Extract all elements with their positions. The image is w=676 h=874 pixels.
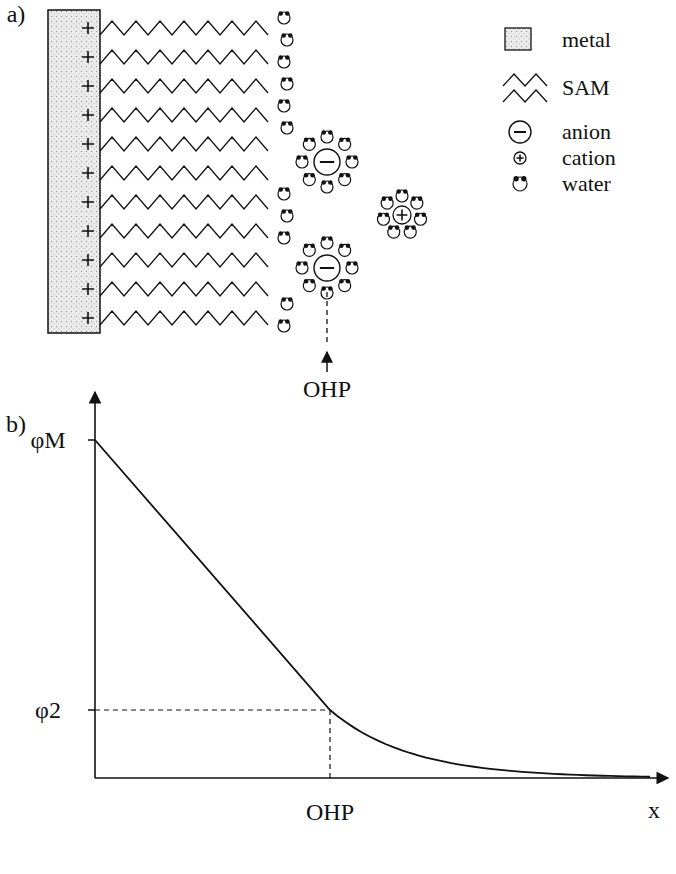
water-molecule xyxy=(396,189,408,202)
y-axis xyxy=(94,392,96,778)
plus-charge xyxy=(82,283,94,295)
ohp-label: OHP xyxy=(303,377,351,401)
water-molecule xyxy=(278,11,290,24)
plus-charge xyxy=(82,312,94,324)
water-molecule xyxy=(303,173,315,186)
plus-charge xyxy=(82,51,94,63)
water-molecule xyxy=(346,155,358,168)
surface-charges xyxy=(82,22,94,324)
axis-label: x xyxy=(648,798,660,822)
plus-charge xyxy=(82,80,94,92)
water-molecule xyxy=(278,99,290,112)
anion-symbol xyxy=(509,121,531,143)
water-molecule xyxy=(404,225,416,238)
metal-electrode xyxy=(48,10,100,333)
ohp-arrow xyxy=(326,352,328,372)
water-molecule xyxy=(278,187,290,200)
legend-label: cation xyxy=(562,147,616,169)
sam-chain xyxy=(100,108,268,122)
sam-swatch xyxy=(503,74,547,102)
water-molecule xyxy=(296,261,308,274)
sam-chain xyxy=(100,311,268,325)
water-molecule xyxy=(278,55,290,68)
sam-chain xyxy=(100,137,268,151)
sam-chain xyxy=(100,253,268,267)
panel-label: b) xyxy=(6,412,26,436)
plus-charge xyxy=(82,138,94,150)
ion-swatches xyxy=(509,121,531,191)
guide-line xyxy=(95,709,330,710)
water-molecule xyxy=(281,209,293,222)
water-molecule xyxy=(377,212,389,225)
water-molecule xyxy=(281,121,293,134)
sam-chain xyxy=(100,195,268,209)
water-molecule xyxy=(339,138,351,151)
water-molecule xyxy=(415,212,427,225)
sam-chain xyxy=(100,21,268,35)
water-molecule xyxy=(411,196,423,209)
cation-symbol xyxy=(514,152,526,164)
anion-symbol xyxy=(314,255,340,281)
sam-chains xyxy=(100,21,268,325)
legend-label: anion xyxy=(562,121,611,143)
water-molecule xyxy=(513,176,527,191)
legend-label: SAM xyxy=(562,77,610,99)
water-molecules xyxy=(278,11,427,332)
water-molecule xyxy=(281,77,293,90)
water-molecule xyxy=(303,244,315,257)
water-molecule xyxy=(303,279,315,292)
ions xyxy=(314,149,411,281)
sam-chain xyxy=(100,166,268,180)
water-molecule xyxy=(281,33,293,46)
plus-charge xyxy=(82,22,94,34)
water-molecule xyxy=(346,261,358,274)
water-molecule xyxy=(339,244,351,257)
plus-charge xyxy=(82,109,94,121)
sam-chain xyxy=(100,50,268,64)
ohp-label: OHP xyxy=(306,800,354,824)
ohp-line xyxy=(326,292,327,345)
water-molecule xyxy=(388,225,400,238)
sam-chain xyxy=(100,282,268,296)
axis-value: φ2 xyxy=(35,698,61,722)
guide-line xyxy=(329,710,330,778)
water-molecule xyxy=(278,319,290,332)
anion-symbol xyxy=(314,149,340,175)
potential-curve xyxy=(95,440,650,777)
legend-label: metal xyxy=(562,29,611,51)
water-molecule xyxy=(339,279,351,292)
water-molecule xyxy=(278,231,290,244)
legend-label: water xyxy=(562,173,611,195)
sam-chain xyxy=(100,79,268,93)
water-molecule xyxy=(321,180,333,193)
sam-chain xyxy=(100,224,268,238)
water-molecule xyxy=(296,155,308,168)
water-molecule xyxy=(381,196,393,209)
x-axis xyxy=(95,777,668,779)
water-molecule xyxy=(303,138,315,151)
plus-charge xyxy=(82,167,94,179)
panel-label: a) xyxy=(7,2,26,26)
water-molecule xyxy=(339,173,351,186)
axis-value: φM xyxy=(30,428,65,452)
plus-charge xyxy=(82,196,94,208)
water-molecule xyxy=(321,236,333,249)
plus-charge xyxy=(82,225,94,237)
water-molecule xyxy=(281,297,293,310)
plus-charge xyxy=(82,254,94,266)
cation-symbol xyxy=(393,206,411,224)
tick xyxy=(88,709,95,711)
metal-swatch xyxy=(505,28,531,50)
tick xyxy=(88,439,95,441)
water-molecule xyxy=(321,130,333,143)
